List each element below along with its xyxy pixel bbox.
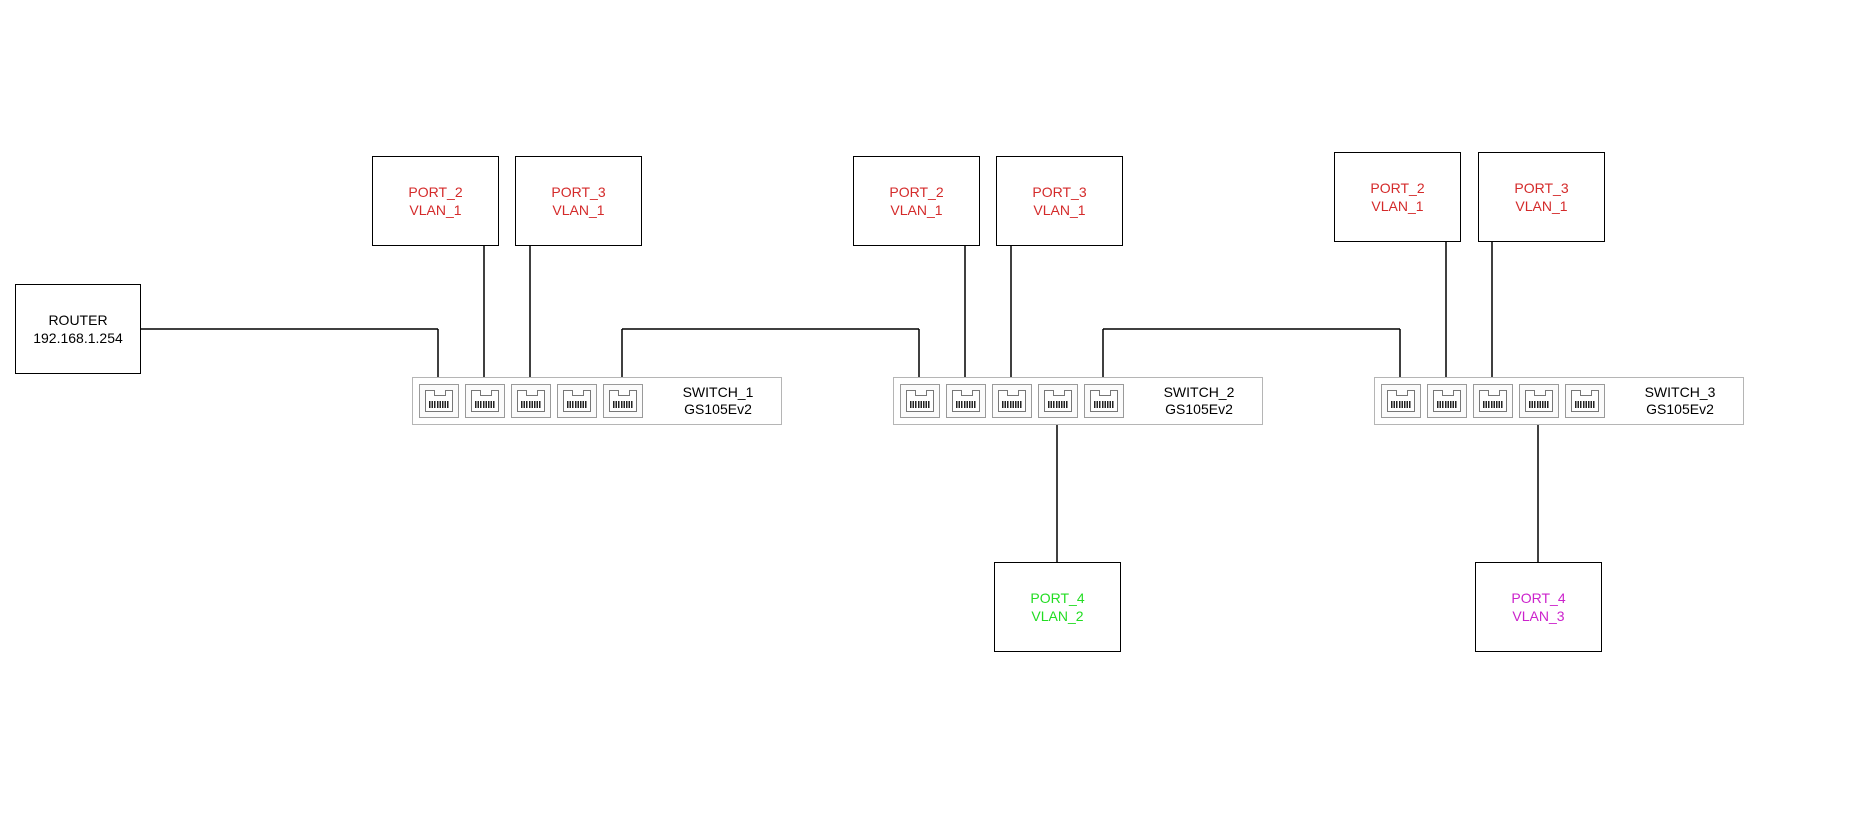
router-name: ROUTER xyxy=(48,312,108,328)
s3-port4-device: PORT_4 VLAN_3 xyxy=(1475,562,1602,652)
s2-port4-vlan: VLAN_2 xyxy=(1031,608,1084,624)
s2-port3-port: PORT_3 xyxy=(1032,184,1087,200)
s3-port3-vlan: VLAN_1 xyxy=(1515,198,1568,214)
s2-port2-vlan: VLAN_1 xyxy=(890,202,943,218)
s2-port4-device: PORT_4 VLAN_2 xyxy=(994,562,1121,652)
s1-port2-port: PORT_2 xyxy=(408,184,463,200)
s2-port3-vlan: VLAN_1 xyxy=(1033,202,1086,218)
switch3-name: SWITCH_3 xyxy=(1644,384,1716,400)
switch1-port5-icon xyxy=(603,384,643,418)
s1-port3-vlan: VLAN_1 xyxy=(552,202,605,218)
switch1-name: SWITCH_1 xyxy=(682,384,754,400)
s3-port2-vlan: VLAN_1 xyxy=(1371,198,1424,214)
switch-3: SWITCH_3 GS105Ev2 xyxy=(1374,377,1744,425)
router-ip: 192.168.1.254 xyxy=(33,330,123,346)
s2-port2-port: PORT_2 xyxy=(889,184,944,200)
switch1-port1-icon xyxy=(419,384,459,418)
switch3-port4-icon xyxy=(1519,384,1559,418)
switch3-port1-icon xyxy=(1381,384,1421,418)
s1-port3-device: PORT_3 VLAN_1 xyxy=(515,156,642,246)
switch-2: SWITCH_2 GS105Ev2 xyxy=(893,377,1263,425)
switch3-port3-icon xyxy=(1473,384,1513,418)
switch2-port4-icon xyxy=(1038,384,1078,418)
switch3-model: GS105Ev2 xyxy=(1646,401,1714,417)
s1-port2-vlan: VLAN_1 xyxy=(409,202,462,218)
s2-port4-port: PORT_4 xyxy=(1030,590,1085,606)
switch2-port2-icon xyxy=(946,384,986,418)
switch1-port2-icon xyxy=(465,384,505,418)
s2-port3-device: PORT_3 VLAN_1 xyxy=(996,156,1123,246)
switch2-port3-icon xyxy=(992,384,1032,418)
s1-port3-port: PORT_3 xyxy=(551,184,606,200)
switch1-label: SWITCH_1 GS105Ev2 xyxy=(663,384,773,418)
s3-port2-port: PORT_2 xyxy=(1370,180,1425,196)
switch2-label: SWITCH_2 GS105Ev2 xyxy=(1144,384,1254,418)
switch3-port5-icon xyxy=(1565,384,1605,418)
switch2-port5-icon xyxy=(1084,384,1124,418)
s3-port2-device: PORT_2 VLAN_1 xyxy=(1334,152,1461,242)
s3-port3-device: PORT_3 VLAN_1 xyxy=(1478,152,1605,242)
s1-port2-device: PORT_2 VLAN_1 xyxy=(372,156,499,246)
switch3-label: SWITCH_3 GS105Ev2 xyxy=(1625,384,1735,418)
switch1-port4-icon xyxy=(557,384,597,418)
switch1-model: GS105Ev2 xyxy=(684,401,752,417)
s3-port3-port: PORT_3 xyxy=(1514,180,1569,196)
s2-port2-device: PORT_2 VLAN_1 xyxy=(853,156,980,246)
switch3-port2-icon xyxy=(1427,384,1467,418)
switch-1: SWITCH_1 GS105Ev2 xyxy=(412,377,782,425)
s3-port4-port: PORT_4 xyxy=(1511,590,1566,606)
switch2-port1-icon xyxy=(900,384,940,418)
switch1-port3-icon xyxy=(511,384,551,418)
switch2-model: GS105Ev2 xyxy=(1165,401,1233,417)
switch2-name: SWITCH_2 xyxy=(1163,384,1235,400)
router-box: ROUTER 192.168.1.254 xyxy=(15,284,141,374)
s3-port4-vlan: VLAN_3 xyxy=(1512,608,1565,624)
